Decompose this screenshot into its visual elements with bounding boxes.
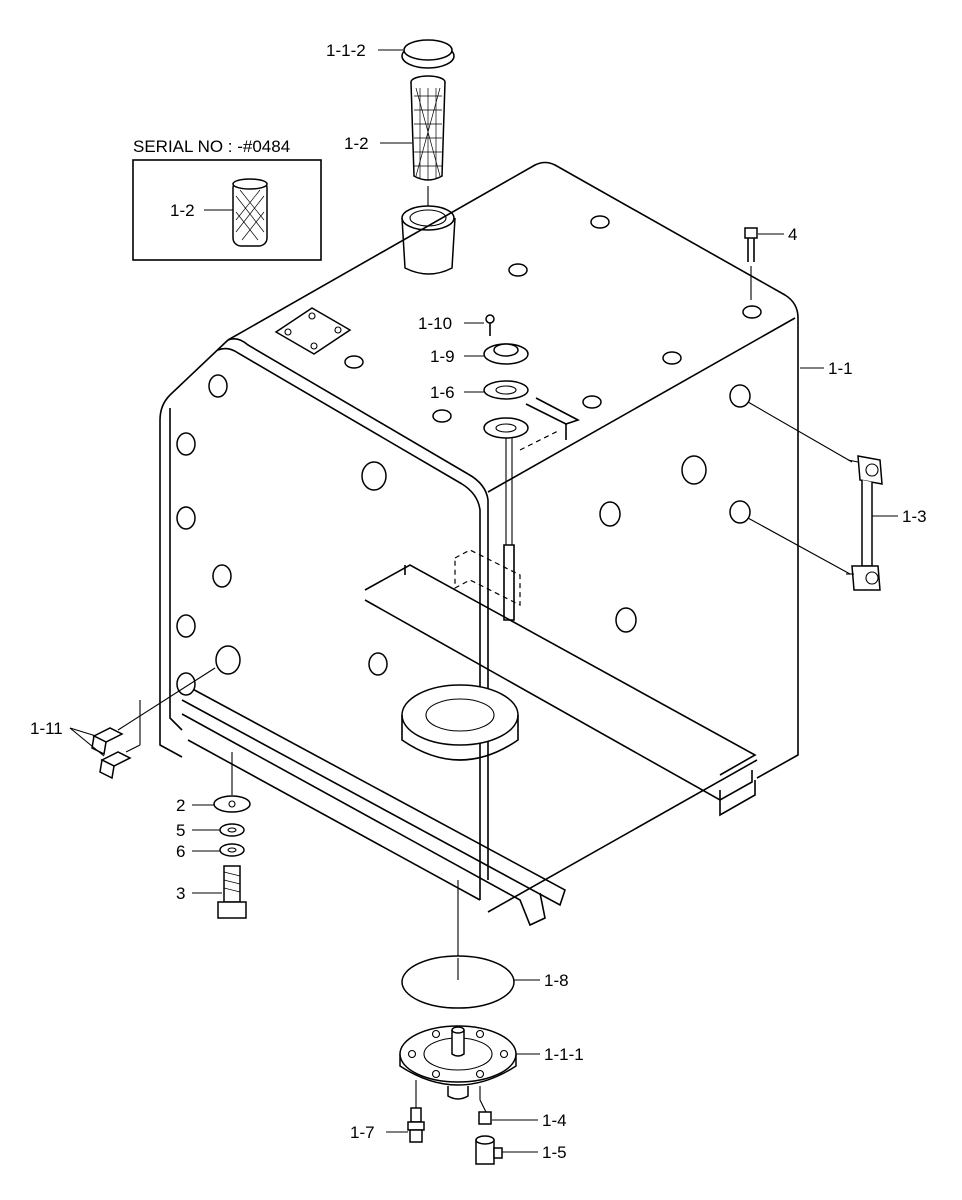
- inset-frame: [132, 159, 322, 261]
- inset-callout-label: 1-2: [170, 201, 195, 220]
- washer-bolt-stack: [213, 752, 251, 919]
- callout-1-8: 1-8: [544, 971, 569, 990]
- callout-1-7: 1-7: [350, 1123, 375, 1142]
- callout-1-1: 1-1: [828, 359, 853, 378]
- gasket-part: [401, 955, 515, 1009]
- inset-strainer-part: [232, 178, 268, 247]
- callout-1-5: 1-5: [542, 1143, 567, 1162]
- strainer-part: [410, 75, 446, 181]
- callout-3: 3: [176, 884, 185, 903]
- fitting-1-5-part: [475, 1135, 503, 1165]
- plug-parts: [91, 727, 132, 780]
- callout-1-11: 1-11: [30, 719, 63, 738]
- callout-1-6: 1-6: [430, 383, 455, 402]
- callout-1-2: 1-2: [344, 134, 369, 153]
- flange-cover-part: [399, 1025, 517, 1100]
- serial-inset: SERIAL NO : -#0484 1-2: [132, 137, 322, 261]
- side-bosses: [176, 374, 751, 696]
- callout-6: 6: [176, 842, 185, 861]
- cap-part: [401, 39, 455, 69]
- callout-1-1-1: 1-1-1: [544, 1045, 584, 1064]
- top-bosses: [344, 215, 762, 423]
- filler-neck: [401, 205, 456, 275]
- callout-2: 2: [176, 796, 185, 815]
- callout-1-3: 1-3: [902, 507, 927, 526]
- fitting-1-7-part: [407, 1080, 425, 1143]
- callout-1-1-2: 1-1-2: [326, 41, 366, 60]
- tank-body: [159, 161, 799, 927]
- inset-title: SERIAL NO : -#0484: [133, 137, 290, 156]
- fitting-1-4-part: [478, 1086, 492, 1125]
- callout-1-9: 1-9: [430, 347, 455, 366]
- callout-4: 4: [788, 225, 797, 244]
- sight-gauge-part: [846, 455, 883, 591]
- level-gauge-stack: [483, 314, 581, 621]
- top-cover-plate: [274, 307, 352, 355]
- bolt-4-part: [744, 227, 758, 300]
- callout-5: 5: [176, 821, 185, 840]
- callout-1-4: 1-4: [542, 1111, 567, 1130]
- callout-1-10: 1-10: [418, 314, 452, 333]
